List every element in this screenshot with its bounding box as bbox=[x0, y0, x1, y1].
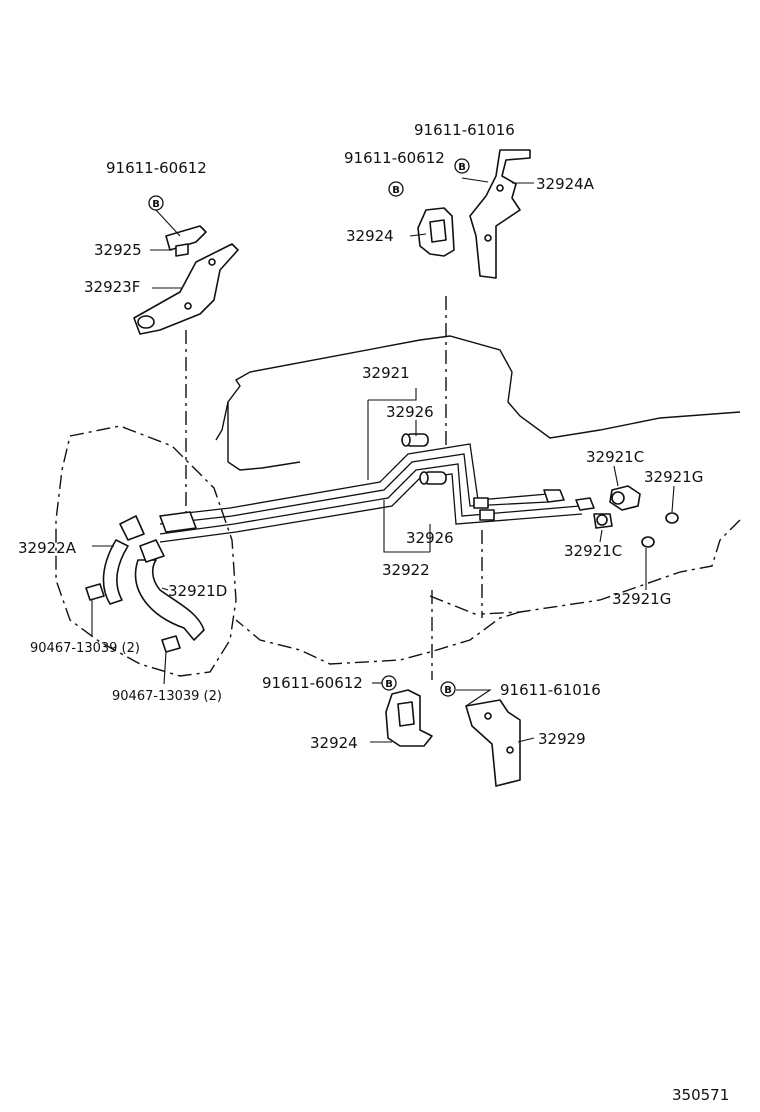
bracket-32929 bbox=[465, 699, 521, 787]
hose-clamps bbox=[85, 583, 181, 653]
label-bolt-91611-60612-bottom: 91611-60612 bbox=[262, 674, 363, 692]
bracket-32924-top bbox=[417, 207, 455, 257]
bracket-32924-bottom bbox=[385, 689, 433, 747]
label-32921G-top: 32921G bbox=[644, 468, 703, 486]
label-32922A: 32922A bbox=[18, 539, 77, 557]
label-32926-mid: 32926 bbox=[406, 529, 454, 547]
label-32921C-bottom: 32921C bbox=[564, 542, 622, 560]
assembly-dashed-lines bbox=[185, 296, 483, 680]
tube-flare-nut bbox=[543, 489, 565, 503]
svg-text:B: B bbox=[458, 162, 466, 173]
bolt-badge-left: B bbox=[148, 195, 164, 211]
hose-32922A bbox=[102, 515, 145, 605]
label-32926-top: 32926 bbox=[386, 403, 434, 421]
svg-text:B: B bbox=[152, 199, 160, 210]
grommet-32926-top bbox=[401, 433, 429, 447]
svg-text:B: B bbox=[392, 185, 400, 196]
union-32921C-bottom bbox=[593, 513, 613, 529]
label-32924-bottom: 32924 bbox=[310, 734, 358, 752]
tube-joint bbox=[473, 497, 489, 509]
label-bolt-91611-61016-top: 91611-61016 bbox=[414, 121, 515, 139]
gasket-32921G-top bbox=[665, 512, 679, 524]
bolt-badge-top-a: B bbox=[454, 158, 470, 174]
label-clamp-90467-13039-1: 90467-13039 (2) bbox=[30, 641, 140, 656]
label-32921G-bottom: 32921G bbox=[612, 590, 671, 608]
gasket-32921G-bottom bbox=[641, 536, 655, 548]
label-bolt-91611-60612-top: 91611-60612 bbox=[344, 149, 445, 167]
oil-cooler-tubes bbox=[159, 443, 595, 543]
svg-text:B: B bbox=[444, 685, 452, 696]
label-32924-top: 32924 bbox=[346, 227, 394, 245]
clip-32925 bbox=[165, 225, 207, 257]
bracket-32923F bbox=[133, 243, 239, 335]
bolt-badge-top-b: B bbox=[388, 181, 404, 197]
bolt-badge-bottom-b: B bbox=[440, 681, 456, 697]
label-32929: 32929 bbox=[538, 730, 586, 748]
svg-text:B: B bbox=[385, 679, 393, 690]
bracket-32924A bbox=[469, 149, 531, 279]
label-32924A: 32924A bbox=[536, 175, 595, 193]
transmission-case-outline bbox=[215, 335, 741, 665]
label-32925: 32925 bbox=[94, 241, 142, 259]
label-bolt-91611-60612-left: 91611-60612 bbox=[106, 159, 207, 177]
transfer-case-outline bbox=[55, 425, 237, 677]
bolt-badge-bottom-a: B bbox=[381, 675, 397, 691]
tube-joint bbox=[479, 509, 495, 521]
label-32923F: 32923F bbox=[84, 278, 140, 296]
tube-end-fitting bbox=[159, 511, 197, 533]
label-32922: 32922 bbox=[382, 561, 430, 579]
label-clamp-90467-13039-2: 90467-13039 (2) bbox=[112, 689, 222, 704]
union-32921C-top bbox=[609, 485, 641, 511]
tube-flare-nut bbox=[575, 497, 595, 511]
label-32921C-top: 32921C bbox=[586, 448, 644, 466]
label-bolt-91611-61016-bottom: 91611-61016 bbox=[500, 681, 601, 699]
leader-lines bbox=[91, 177, 675, 743]
label-32921D: 32921D bbox=[168, 582, 227, 600]
grommet-32926-mid bbox=[419, 471, 447, 485]
diagram-number: 350571 bbox=[672, 1086, 729, 1104]
label-32921: 32921 bbox=[362, 364, 410, 382]
hose-32921D bbox=[134, 539, 205, 641]
